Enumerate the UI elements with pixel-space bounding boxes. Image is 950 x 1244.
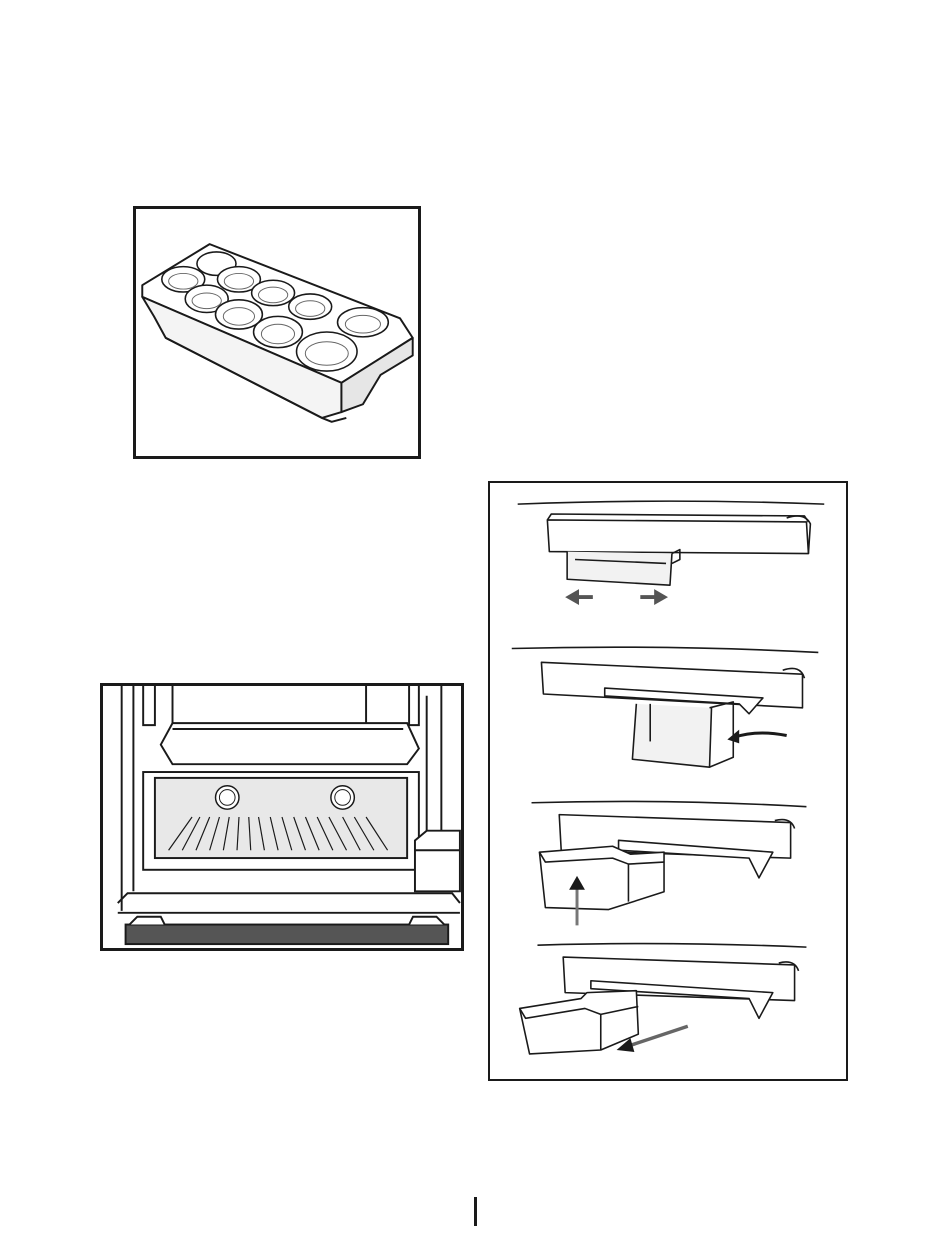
freezer-drawer-icon [103,686,461,948]
freezer-compartment-figure [100,683,464,951]
step-1-illustration [518,501,825,585]
page-number-marker [474,1197,477,1226]
shelf-bin-removal-figure [488,481,848,1081]
step-3-illustration [532,801,807,909]
egg-tray-figure [133,206,421,459]
door-rail-bin-icon [490,483,846,1079]
step-4-illustration [520,944,807,1054]
step-1-arrows [565,589,668,605]
egg-tray-icon [136,209,418,456]
step-2-illustration [512,647,819,767]
step-2-arrow [733,733,786,738]
